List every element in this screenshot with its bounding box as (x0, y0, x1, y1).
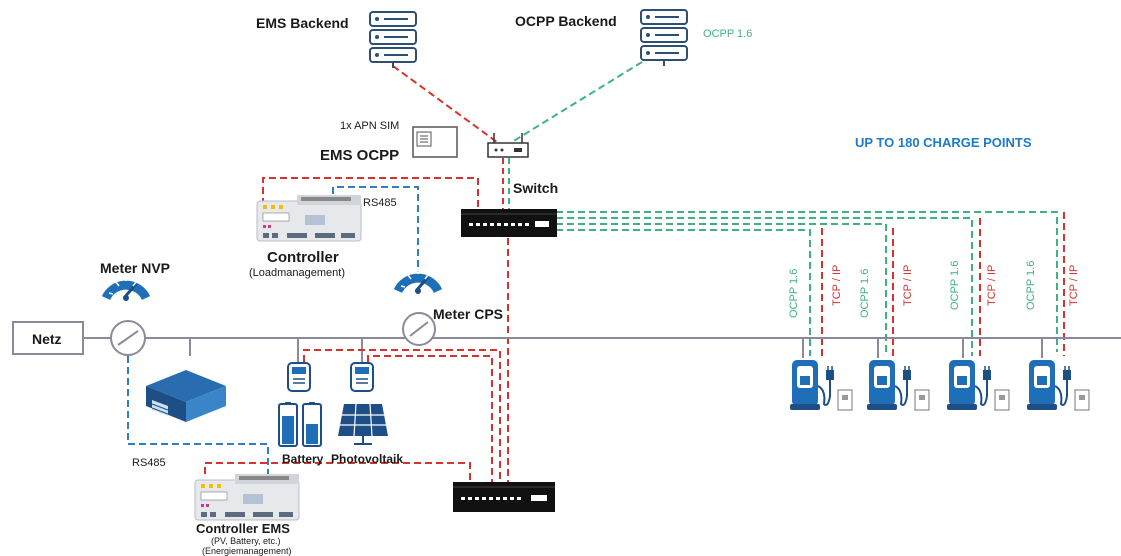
ev-charger-4-icon (1027, 360, 1090, 411)
link-switch-cp3-ocpp (556, 223, 887, 356)
netz-label: Netz (32, 331, 62, 347)
cp1-tcp-label: TCP / IP (831, 265, 843, 306)
ev-charger-3-icon (947, 360, 1010, 411)
meter-cps-label: Meter CPS (433, 306, 503, 322)
ems-backend-server-icon (369, 11, 417, 68)
controller-sub-label: (Loadmanagement) (249, 267, 345, 279)
link-controller-ems-bottom-switch (204, 462, 471, 482)
ocpp-backend-server-icon (640, 9, 688, 66)
battery-icon (278, 402, 322, 447)
controller-ems-sub1: (PV, Battery, etc.) (211, 536, 281, 546)
link-pv-bottom-switch (367, 355, 493, 482)
battery-label: Battery (282, 452, 324, 466)
meter-cps-symbol-icon (402, 312, 436, 346)
pv-meter-icon (350, 362, 374, 392)
ems-backend-label: EMS Backend (256, 15, 349, 31)
controller-ems-label: Controller EMS (196, 521, 290, 536)
link-controller-meter-cps (332, 186, 419, 272)
charge-points-title: UP TO 180 CHARGE POINTS (855, 135, 1032, 150)
link-switch-cp2-ocpp (556, 217, 973, 356)
cp1-link-labels: OCPP 1.6 TCP / IP (788, 265, 843, 318)
link-battery-bottom-switch (303, 349, 501, 482)
meter-nvp-label: Meter NVP (100, 260, 170, 276)
meter-nvp-gauge-icon (101, 277, 151, 301)
ems-ocpp-label: EMS OCPP (320, 147, 399, 164)
cp4-ocpp-label: OCPP 1.6 (1025, 261, 1037, 310)
photovoltaik-label: Photovoltaik (331, 452, 403, 466)
meter-cps-gauge-icon (393, 270, 443, 294)
cp2-ocpp-label: OCPP 1.6 (859, 269, 871, 318)
switch-label: Switch (513, 180, 558, 196)
ocpp-backend-label: OCPP Backend (515, 13, 617, 29)
battery-meter-icon (287, 362, 311, 392)
cp3-ocpp-label: OCPP 1.6 (949, 261, 961, 310)
cp3-tcp-label: TCP / IP (986, 265, 998, 306)
link-meter-nvp-controller-ems (127, 356, 269, 474)
link-ocpp-backend-router (511, 61, 643, 143)
cp3-link-labels: OCPP 1.6 TCP / IP (949, 261, 998, 310)
ev-charger-2-icon (867, 360, 930, 411)
cp4-tcp-label: TCP / IP (1068, 265, 1080, 306)
controller-ems-din-icon (194, 474, 300, 521)
cp2-tcp-label: TCP / IP (902, 265, 914, 306)
link-controller-switch (262, 177, 479, 213)
link-switch-cp4-ocpp (556, 229, 811, 356)
apn-sim-label: 1x APN SIM (340, 120, 399, 132)
router-icon (487, 133, 529, 158)
network-switch-icon (461, 209, 557, 237)
meter-nvp-symbol-icon (110, 320, 146, 356)
connection-lines (82, 61, 1121, 482)
sim-modem-icon (412, 126, 458, 158)
ocpp-version-label: OCPP 1.6 (703, 28, 752, 40)
controller-din-icon (256, 195, 362, 242)
building-icon (146, 370, 226, 422)
ev-charger-1-icon (790, 360, 853, 411)
cp1-ocpp-label: OCPP 1.6 (788, 269, 800, 318)
cp2-link-labels: OCPP 1.6 TCP / IP (859, 265, 914, 318)
cp4-link-labels: OCPP 1.6 TCP / IP (1025, 261, 1080, 310)
controller-ems-sub2: (Energiemanagement) (202, 546, 292, 556)
link-switch-cp1-ocpp (556, 211, 1058, 352)
netz-box: Netz (12, 321, 84, 355)
controller-label: Controller (267, 249, 339, 266)
rs485-top-label: RS485 (363, 197, 397, 209)
solar-panel-icon (338, 403, 388, 445)
rs485-bottom-label: RS485 (132, 457, 166, 469)
bottom-network-switch-icon (453, 482, 555, 512)
